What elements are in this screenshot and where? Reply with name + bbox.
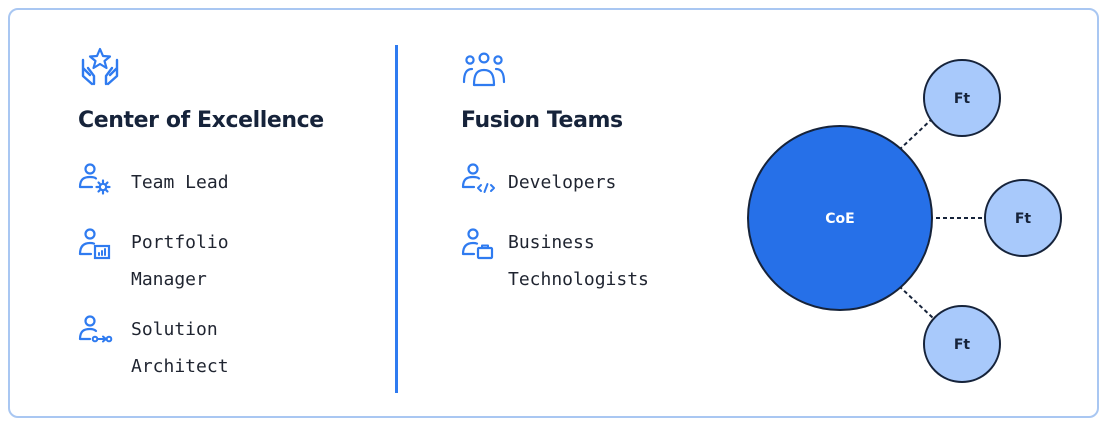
user-briefcase-icon — [461, 228, 494, 260]
team-icon — [462, 52, 506, 87]
role-portfolio-manager: Portfolio Manager — [131, 232, 229, 290]
hands-star-icon — [81, 47, 119, 86]
user-flow-icon — [78, 315, 113, 343]
connector-bottom — [898, 285, 934, 319]
center-node-label: CoE — [825, 211, 854, 227]
role-developers: Developers — [508, 172, 617, 193]
satellite-label: Ft — [954, 91, 971, 107]
user-code-icon — [461, 163, 495, 193]
coe-title: Center of Excellence — [78, 108, 324, 133]
coe-fusion-diagram: CoE Ft Ft Ft — [747, 59, 1062, 383]
satellite-node-bottom: Ft — [923, 305, 1001, 383]
role-solution-architect: Solution Architect — [131, 319, 229, 377]
role-business-technologists: Business Technologists — [508, 232, 649, 290]
user-chart-icon — [78, 228, 111, 260]
center-node: CoE — [747, 125, 933, 311]
satellite-label: Ft — [954, 337, 971, 353]
fusion-title: Fusion Teams — [461, 108, 623, 133]
role-team-lead: Team Lead — [131, 172, 229, 193]
column-divider — [395, 45, 398, 393]
satellite-label: Ft — [1015, 211, 1032, 227]
connector-top — [898, 117, 934, 151]
user-gear-icon — [78, 163, 111, 195]
satellite-node-top: Ft — [923, 59, 1001, 137]
satellite-node-middle: Ft — [984, 179, 1062, 257]
